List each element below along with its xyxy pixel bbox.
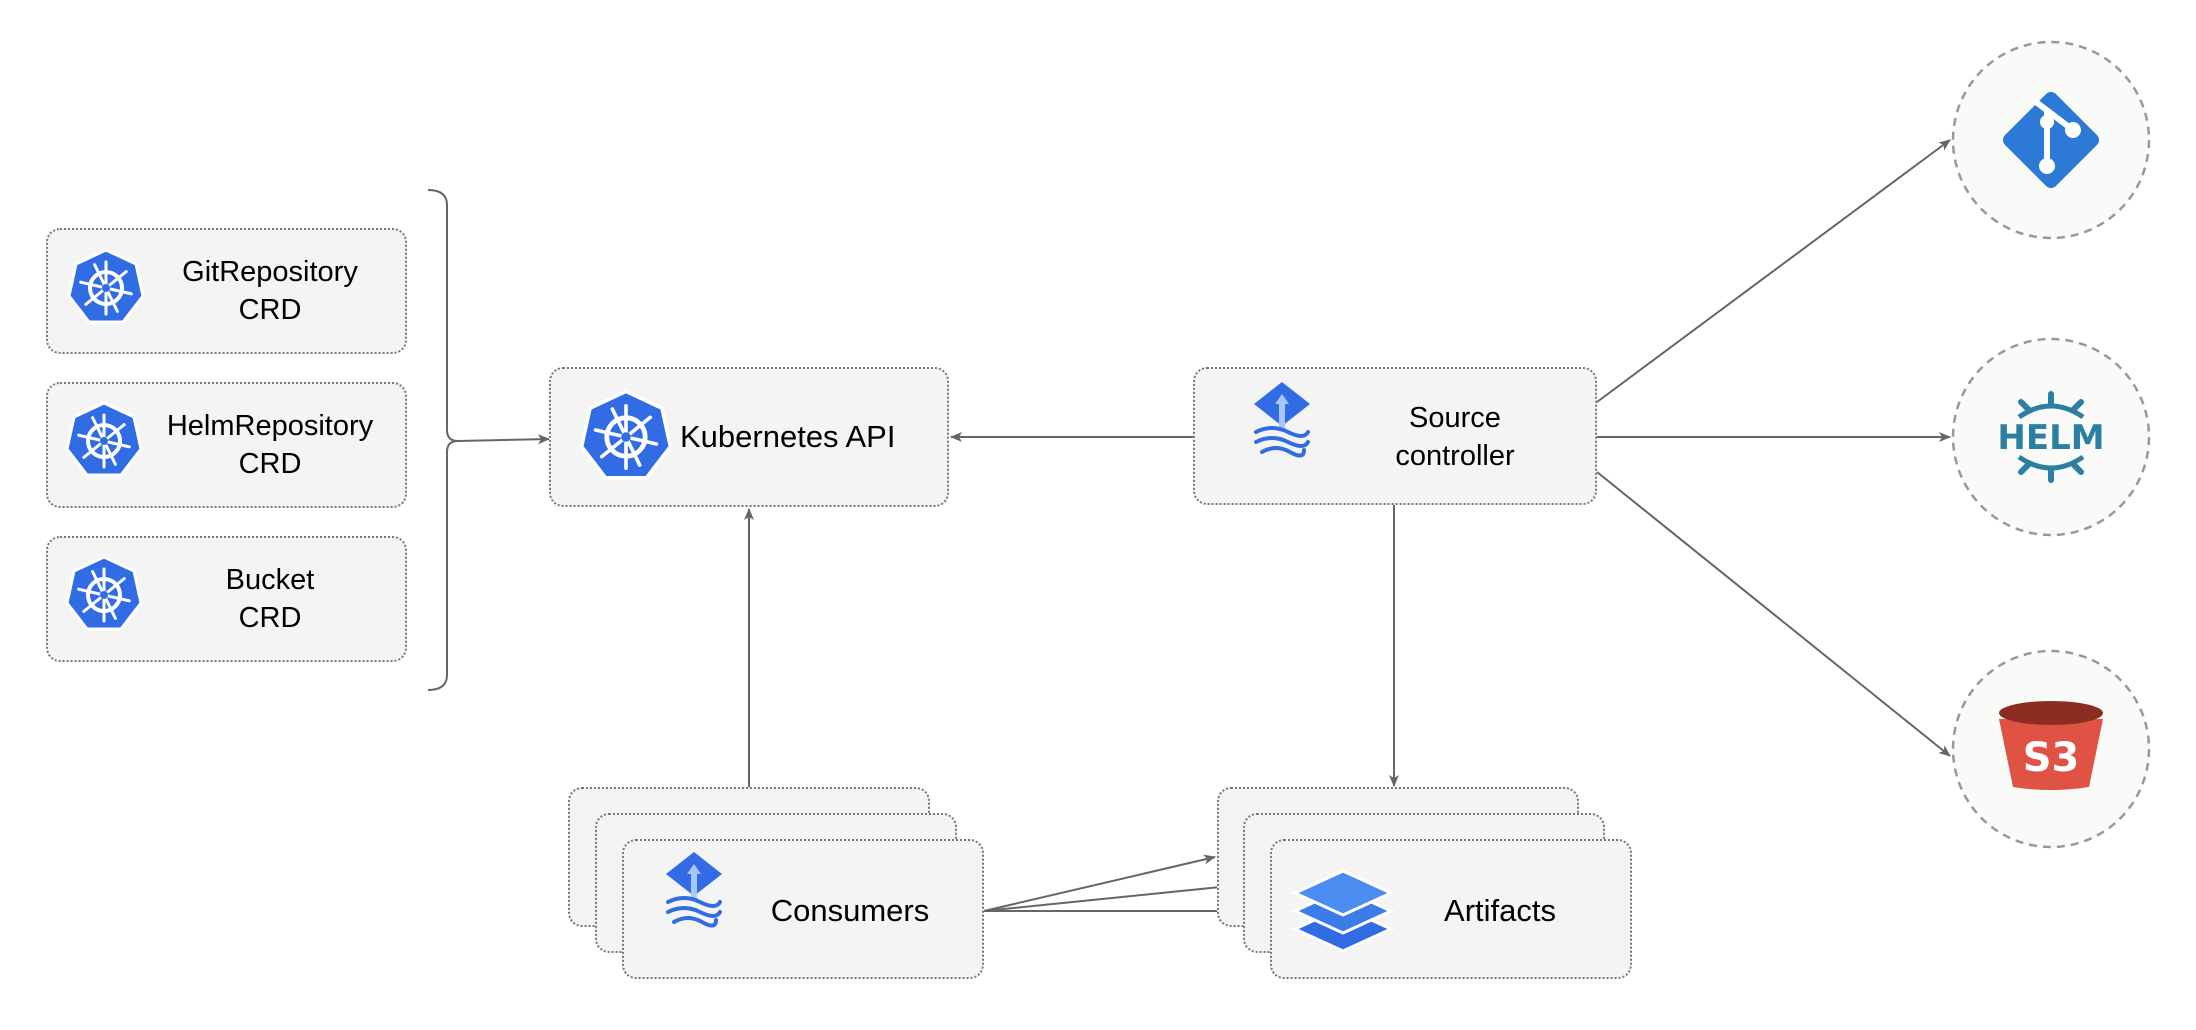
git-icon: [2002, 91, 2100, 189]
s3-bucket-icon: S3: [1999, 701, 2103, 790]
helm-source-circle: [1951, 337, 2151, 537]
arrow-controller-to-s3: [1596, 471, 1951, 757]
helm-icon: HELM: [1997, 391, 2105, 483]
crd-brace: [427, 189, 459, 691]
arrow-consumers-to-artifacts-2: [983, 881, 1241, 912]
arrow-consumers-to-artifacts-1: [983, 854, 1216, 912]
arrow-crds-to-api: [457, 434, 550, 445]
consumers-label: Consumers: [770, 893, 930, 928]
arrow-controller-to-git: [1596, 139, 1951, 403]
artifacts-label: Artifacts: [1444, 893, 1556, 928]
s3-text: S3: [2023, 735, 2080, 781]
kubernetes-api-label: Kubernetes API: [680, 419, 896, 454]
helm-text: HELM: [1997, 418, 2104, 458]
